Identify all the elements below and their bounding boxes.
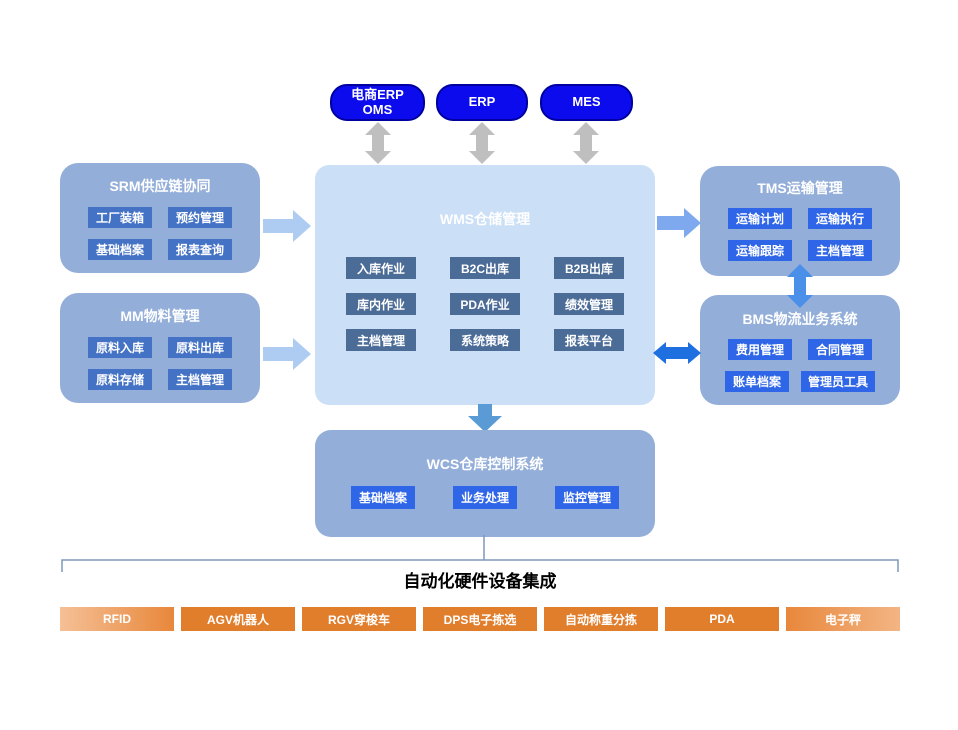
module-chip: 账单档案 xyxy=(725,371,789,392)
module-chip: 监控管理 xyxy=(555,486,619,509)
module-chip: 基础档案 xyxy=(351,486,415,509)
double-arrow-vertical-icon xyxy=(573,122,599,164)
arrow-down-icon xyxy=(468,404,502,432)
hardware-item: 自动称重分拣 xyxy=(544,607,658,631)
module-chip: 预约管理 xyxy=(168,207,232,228)
panel-wms-title: WMS仓储管理 xyxy=(439,211,531,227)
module-chip: 原料入库 xyxy=(88,337,152,358)
bracket-connector-line xyxy=(61,535,899,572)
hardware-item: RFID xyxy=(60,607,174,631)
module-chip: PDA作业 xyxy=(450,293,520,315)
double-arrow-horizontal-icon xyxy=(653,342,701,364)
module-chip: 运输执行 xyxy=(808,208,872,229)
external-system-oms: 电商ERP OMS xyxy=(330,84,425,121)
module-chip: 报表查询 xyxy=(168,239,232,260)
module-chip: 基础档案 xyxy=(88,239,152,260)
double-arrow-vertical-icon xyxy=(365,122,391,164)
panel-mm-title: MM物料管理 xyxy=(120,308,200,324)
module-chip: 入库作业 xyxy=(346,257,416,279)
module-chip: 运输计划 xyxy=(728,208,792,229)
panel-wcs-title: WCS仓库控制系统 xyxy=(426,456,544,472)
module-chip: 原料出库 xyxy=(168,337,232,358)
panel-tms-title: TMS运输管理 xyxy=(757,180,843,196)
hardware-item: RGV穿梭车 xyxy=(302,607,416,631)
panel-wcs: WCS仓库控制系统 基础档案 业务处理 监控管理 xyxy=(315,430,655,537)
hardware-section-title: 自动化硬件设备集成 xyxy=(403,572,557,591)
module-chip: 合同管理 xyxy=(808,339,872,360)
module-chip: 主档管理 xyxy=(168,369,232,390)
hardware-item: 电子秤 xyxy=(786,607,900,631)
module-chip: 主档管理 xyxy=(346,329,416,351)
panel-bms-title: BMS物流业务系统 xyxy=(742,311,858,327)
module-chip: 主档管理 xyxy=(808,240,872,261)
module-chip: 原料存储 xyxy=(88,369,152,390)
arrow-right-icon xyxy=(263,210,311,242)
module-chip: 工厂装箱 xyxy=(88,207,152,228)
panel-srm-title: SRM供应链协同 xyxy=(109,178,211,194)
panel-srm: SRM供应链协同 工厂装箱 预约管理 基础档案 报表查询 xyxy=(60,163,260,273)
double-arrow-vertical-icon xyxy=(787,264,813,308)
double-arrow-vertical-icon xyxy=(469,122,495,164)
hardware-item: PDA xyxy=(665,607,779,631)
panel-bms: BMS物流业务系统 费用管理 合同管理 账单档案 管理员工具 xyxy=(700,295,900,405)
module-chip: 费用管理 xyxy=(728,339,792,360)
arrow-right-icon xyxy=(657,208,701,238)
panel-tms: TMS运输管理 运输计划 运输执行 运输跟踪 主档管理 xyxy=(700,166,900,276)
external-system-erp: ERP xyxy=(436,84,528,121)
panel-wms: WMS仓储管理 入库作业 B2C出库 B2B出库 库内作业 PDA作业 绩效管理… xyxy=(315,165,655,405)
module-chip: 业务处理 xyxy=(453,486,517,509)
module-chip: 运输跟踪 xyxy=(728,240,792,261)
hardware-item: AGV机器人 xyxy=(181,607,295,631)
module-chip: 库内作业 xyxy=(346,293,416,315)
module-chip: B2C出库 xyxy=(450,257,520,279)
module-chip: 管理员工具 xyxy=(801,371,875,392)
arrow-right-icon xyxy=(263,338,311,370)
panel-mm: MM物料管理 原料入库 原料出库 原料存储 主档管理 xyxy=(60,293,260,403)
module-chip: 系统策略 xyxy=(450,329,520,351)
module-chip: 绩效管理 xyxy=(554,293,624,315)
hardware-bar-row: RFID AGV机器人 RGV穿梭车 DPS电子拣选 自动称重分拣 PDA 电子… xyxy=(60,607,900,631)
module-chip: 报表平台 xyxy=(554,329,624,351)
hardware-item: DPS电子拣选 xyxy=(423,607,537,631)
external-system-mes: MES xyxy=(540,84,633,121)
module-chip: B2B出库 xyxy=(554,257,624,279)
